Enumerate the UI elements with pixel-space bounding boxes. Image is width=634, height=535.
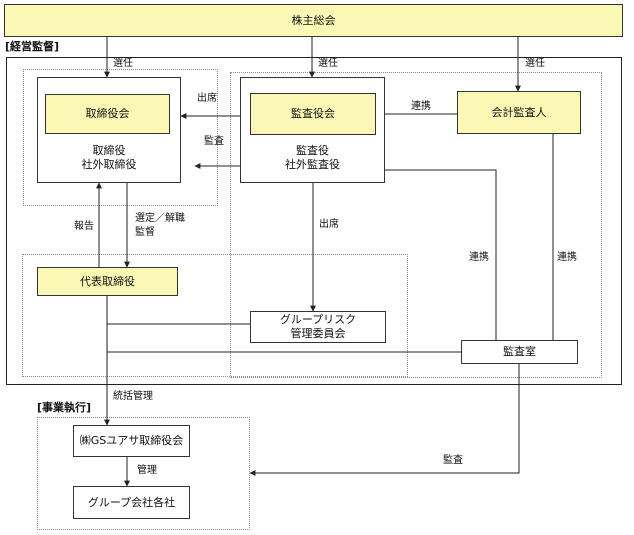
appoint-dismiss-label: 選定／解職 (135, 213, 185, 224)
appoint-label-1: 選任 (113, 58, 133, 69)
audit-label-1: 監査 (204, 136, 224, 147)
execution-group-frame (22, 254, 408, 377)
supervise-label: 監督 (135, 227, 155, 238)
group-companies-box: グループ会社各社 (73, 486, 190, 519)
board-box: 取締役会 (45, 94, 170, 134)
management-oversight-title: [経営監督] (5, 40, 60, 53)
board-group-frame (23, 69, 218, 206)
audit-label-2: 監査 (443, 455, 463, 466)
board-members-text: 取締役 社外取締役 (40, 139, 178, 177)
board-members-label: 取締役 社外取締役 (81, 144, 137, 171)
management-oversight-frame (6, 57, 622, 385)
cooperate-label-3: 連携 (557, 252, 577, 263)
appoint-label-2: 選任 (318, 58, 338, 69)
shareholders-meeting-box: 株主総会 (4, 4, 623, 37)
auditors-label: 監査役 社外監査役 (285, 144, 340, 171)
shareholders-meeting-label: 株主総会 (291, 13, 336, 27)
auditors-text: 監査役 社外監査役 (243, 139, 382, 177)
gs-yuasa-board-box: ㈱GSユアサ取締役会 (73, 425, 190, 457)
gs-yuasa-board-label: ㈱GSユアサ取締役会 (79, 434, 184, 447)
appoint-label-3: 選任 (525, 58, 545, 69)
board-label: 取締役会 (85, 107, 130, 120)
report-label: 報告 (74, 221, 94, 232)
audit-board-box: 監査役会 (250, 93, 376, 135)
audit-execution-arrow (249, 364, 520, 476)
business-execution-title: [事業執行] (37, 401, 92, 414)
attend-label-1: 出席 (197, 93, 217, 104)
risk-committee-box: グループリスク 管理委員会 (250, 311, 386, 343)
audit-office-box: 監査室 (461, 340, 578, 364)
president-label: 代表取締役 (80, 274, 135, 288)
audit-office-label: 監査室 (503, 345, 536, 358)
group-companies-label: グループ会社各社 (87, 495, 176, 509)
audit-group-frame (230, 72, 602, 378)
management-label: 管理 (137, 465, 157, 476)
audit-board-label: 監査役会 (291, 107, 335, 120)
overall-management-label: 統括管理 (113, 391, 153, 402)
risk-committee-label: グループリスク 管理委員会 (279, 313, 357, 340)
cooperate-label-1: 連携 (411, 101, 431, 112)
president-box: 代表取締役 (37, 267, 178, 296)
cooperate-line-2 (385, 169, 497, 340)
accounting-auditor-box: 会計監査人 (457, 91, 581, 134)
attend-label-2: 出席 (319, 219, 339, 230)
accounting-auditor-label: 会計監査人 (491, 105, 547, 119)
cooperate-label-2: 連携 (469, 252, 489, 263)
